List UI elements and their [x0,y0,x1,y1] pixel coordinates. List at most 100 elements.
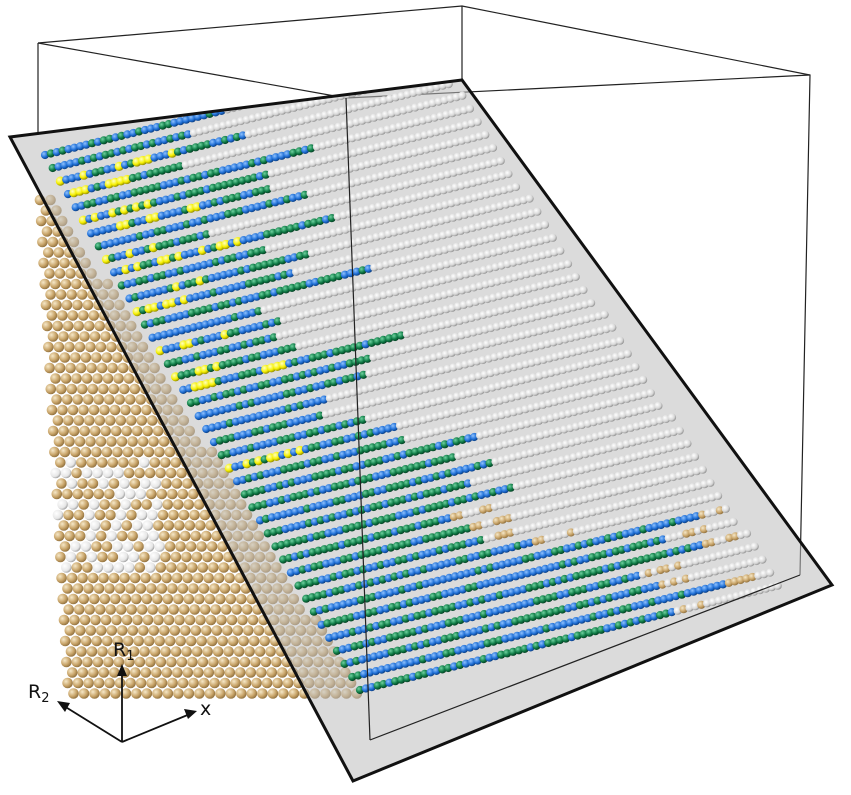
bulk-atom [93,583,105,594]
bulk-atom [120,593,132,605]
bulk-atom [86,646,98,657]
bulk-atom [100,614,112,626]
bulk-atom [163,520,175,531]
white-atom [132,520,143,531]
bulk-atom [188,583,199,594]
bulk-atom [103,656,114,668]
bulk-atom [173,688,184,699]
bulk-atom [172,499,184,510]
white-atom [114,488,126,500]
bulk-atom [195,614,206,626]
bulk-atom [105,604,116,615]
grey-atom [407,80,416,83]
bulk-atom [61,299,73,311]
grey-atom [631,362,640,371]
bulk-atom [215,688,226,699]
bulk-atom [271,656,282,668]
bulk-atom [64,530,75,542]
bulk-atom [140,667,152,678]
bulk-atom [162,688,174,699]
bulk-atom [72,488,84,500]
bulk-atom [167,677,178,689]
bulk-atom [53,436,65,447]
bulk-atom [38,257,49,269]
bulk-atom [166,562,177,573]
bulk-atom [104,583,115,594]
bulk-atom [77,383,88,395]
bulk-atom [244,646,255,657]
grey-atom [729,517,738,527]
bulk-atom [217,635,228,647]
bulk-atom [260,656,272,668]
white-atom [118,551,129,563]
bulk-atom [53,530,65,542]
bulk-atom [92,656,104,668]
grey-atom [395,80,404,86]
bulk-atom [67,310,79,321]
bulk-atom [184,520,196,531]
bulk-atom [95,436,107,447]
bulk-atom [205,614,217,626]
bulk-atom [278,688,289,699]
bulk-atom [49,446,60,458]
bulk-atom [109,404,121,416]
bulk-atom [66,383,78,395]
bulk-atom [101,635,113,647]
bulk-atom [59,541,71,552]
white-atom [150,478,162,489]
bulk-atom [212,551,224,563]
surface-atom-rows [40,58,782,695]
bulk-atom [177,488,189,500]
bulk-atom [121,614,133,626]
grey-atom [496,156,505,165]
bulk-atom [213,572,225,584]
bulk-atom [72,583,84,594]
bulk-atom [245,667,257,678]
grey-atom [400,61,408,69]
white-atom [88,499,100,510]
bulk-atom [76,289,88,300]
white-atom [67,499,79,510]
bulk-atom [160,646,171,657]
bulk-atom [122,635,134,647]
bulk-atom [218,562,230,573]
grey-atom [352,80,361,82]
grey-atom [412,58,420,66]
bulk-atom [127,436,138,447]
white-atom [151,499,163,510]
bulk-atom [170,457,182,468]
grey-atom [384,80,393,89]
bulk-atom [71,278,82,290]
bulk-atom [141,404,152,416]
bulk-atom [82,562,93,573]
bulk-atom [52,320,63,332]
bulk-atom [138,625,149,636]
bulk-atom [240,677,252,689]
grey-atom [773,581,782,590]
bulk-atom [89,425,101,437]
bulk-atom [59,446,71,458]
bulk-atom [82,299,94,311]
grey-atom [401,80,410,85]
bulk-atom [126,415,137,426]
white-atom [65,457,77,468]
bulk-atom [160,457,171,468]
bulk-atom [78,499,89,510]
bulk-atom [168,509,179,521]
bulk-atom [161,667,173,678]
bulk-atom [231,604,242,615]
bulk-atom [75,362,87,374]
white-atom [52,509,64,521]
bulk-atom [225,688,237,699]
bulk-atom [255,667,267,678]
bulk-atom [112,635,123,647]
white-atom [154,541,165,552]
bulk-atom [43,341,54,353]
bulk-atom [50,373,61,384]
bulk-atom [136,415,148,426]
bulk-atom [176,562,188,573]
bulk-atom [78,310,89,321]
bulk-atom [208,562,219,573]
grey-atom [525,194,534,203]
grey-atom [282,90,291,99]
